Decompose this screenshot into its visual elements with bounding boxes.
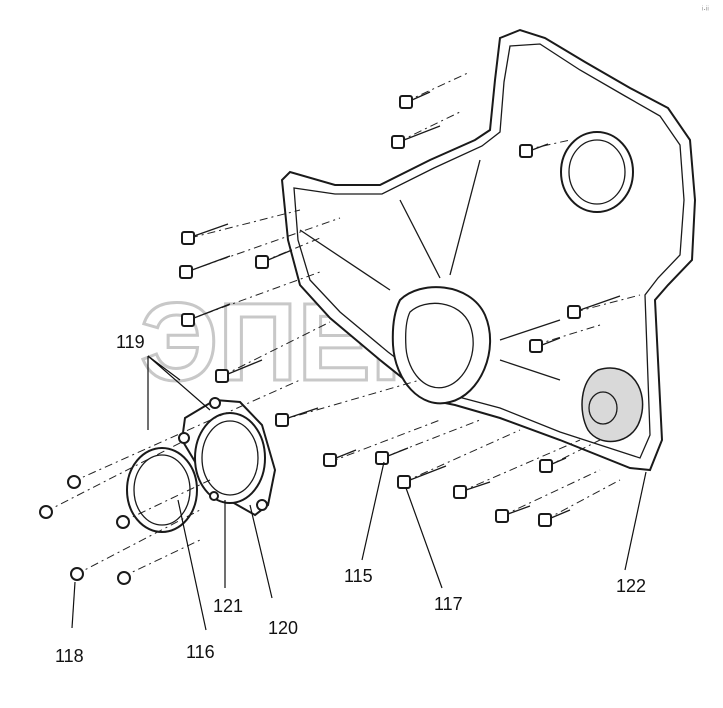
callout-120: 120: [268, 618, 298, 638]
callout-118: 118: [55, 646, 84, 666]
callout-119: 119: [116, 332, 145, 352]
callout-labels: 119 115 117 122 121 120 116 118: [55, 332, 646, 666]
seal-retainer-120: [178, 397, 277, 517]
corner-mark: ᵢ.ᵢᵢ: [702, 2, 709, 12]
bolts-upper: [179, 71, 641, 383]
callout-117: 117: [434, 594, 463, 614]
callout-122: 122: [616, 576, 646, 596]
callout-116: 116: [186, 642, 215, 662]
bolts-lower: [39, 379, 621, 585]
leader-lines: [71, 355, 647, 631]
callout-115: 115: [344, 566, 373, 586]
gear-cover-122: [280, 28, 697, 472]
callout-121: 121: [213, 596, 243, 616]
oil-seal-116: [126, 447, 198, 533]
